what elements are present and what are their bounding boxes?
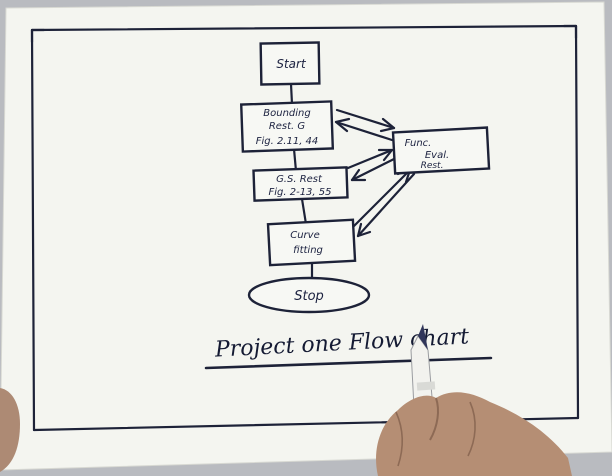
flow-node-gs: G.S. Rest Fig. 2-13, 55 [252, 166, 349, 202]
node-bounding-line-3: Fig. 2.11, 44 [256, 136, 319, 147]
node-bounding-line-1: Bounding [263, 108, 310, 119]
node-curve-line-2: fitting [293, 245, 323, 256]
node-func-eval-line-1: Func. [405, 138, 432, 149]
flow-node-start: Start [259, 41, 321, 86]
node-curve-line-1: Curve [290, 230, 320, 241]
node-bounding-line-2: Rest. G [269, 121, 306, 132]
flow-connectors [289, 82, 314, 282]
node-gs-line-2: Fig. 2-13, 55 [268, 187, 331, 198]
node-func-eval-line-3: Rest. [421, 161, 444, 171]
flow-arrows [334, 108, 416, 238]
node-func-eval-line-2: Eval. [425, 150, 449, 161]
drawn-frame [30, 24, 580, 432]
caption-underline [204, 356, 493, 370]
left-hand-icon [0, 388, 20, 472]
flow-node-func-eval: Func. Eval. Rest. [391, 126, 491, 175]
flow-node-stop: Stop [247, 276, 371, 314]
flow-node-bounding: Bounding Rest. G Fig. 2.11, 44 [239, 100, 335, 153]
hand-icon [376, 392, 572, 476]
node-start-label: Start [276, 57, 307, 71]
flow-node-curve: Curve fitting [266, 218, 357, 267]
node-stop-label: Stop [294, 289, 324, 304]
node-gs-line-1: G.S. Rest [276, 174, 323, 185]
